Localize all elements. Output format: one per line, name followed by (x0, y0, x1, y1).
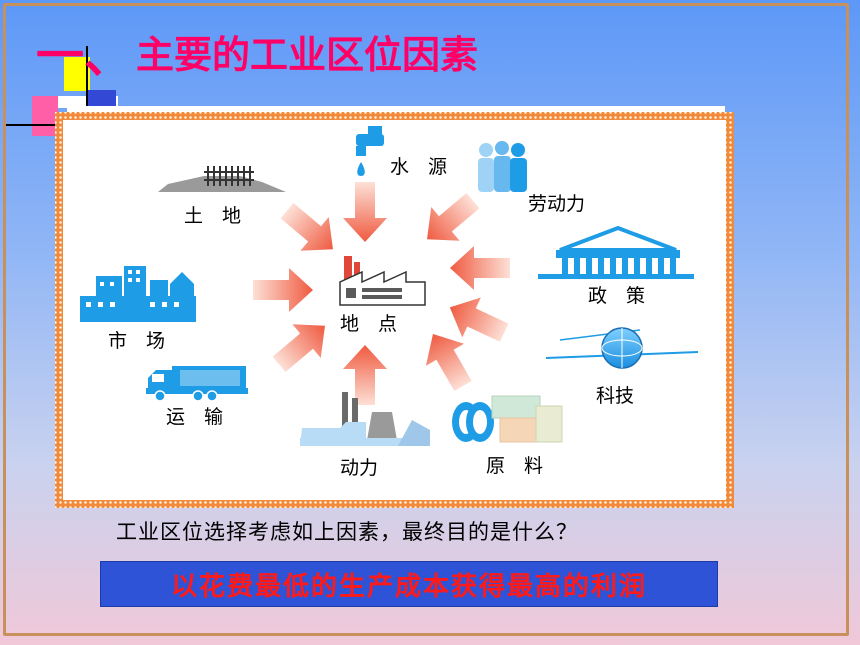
power-plant-icon (300, 392, 430, 446)
arrow-from-labor (412, 183, 488, 257)
decor-yellow-square (64, 57, 90, 91)
government-building-icon (538, 225, 694, 279)
city-buildings-icon (80, 266, 196, 322)
factor-label-market: 市 场 (108, 330, 165, 352)
diagram-panel (55, 112, 734, 508)
raw-materials-icon (452, 395, 563, 443)
title-number: 一、 (36, 28, 133, 84)
factor-label-transport: 运 输 (166, 406, 223, 428)
answer-box: 以花费最低的生产成本获得最高的利润 (100, 561, 718, 607)
factor-label-tech: 科技 (596, 385, 634, 407)
decor-horizontal-line (6, 124, 68, 126)
slide-frame (3, 3, 849, 636)
arrow-from-power (343, 345, 387, 405)
truck-icon (146, 366, 248, 402)
people-icon (478, 141, 527, 192)
factor-label-land: 土 地 (184, 205, 241, 227)
slide-title: 主要的工业区位因素 (136, 33, 479, 77)
factor-label-materials: 原 料 (486, 455, 543, 477)
decor-pink-square (32, 96, 58, 136)
arrow-from-policy (450, 246, 510, 290)
arrow-from-water (343, 182, 387, 242)
center-label: 地 点 (340, 313, 397, 335)
arrow-from-market (253, 268, 313, 312)
factory-icon (339, 256, 426, 306)
satellite-icon (545, 327, 699, 369)
factor-label-labor: 劳动力 (528, 193, 585, 215)
factor-label-water: 水 源 (390, 156, 447, 178)
land-icon (158, 166, 286, 192)
arrow-from-land (272, 193, 348, 267)
arrow-from-materials (413, 323, 483, 397)
water-tap-icon (356, 126, 384, 176)
factor-label-policy: 政 策 (588, 285, 645, 307)
factor-label-power: 动力 (340, 457, 378, 479)
answer-text: 以花费最低的生产成本获得最高的利润 (170, 571, 647, 602)
decor-vertical-line (86, 46, 88, 108)
decor-blue-square (88, 90, 116, 106)
question-text: 工业区位选择考虑如上因素，最终目的是什么？ (116, 520, 578, 544)
arrow-from-transport (264, 308, 340, 382)
